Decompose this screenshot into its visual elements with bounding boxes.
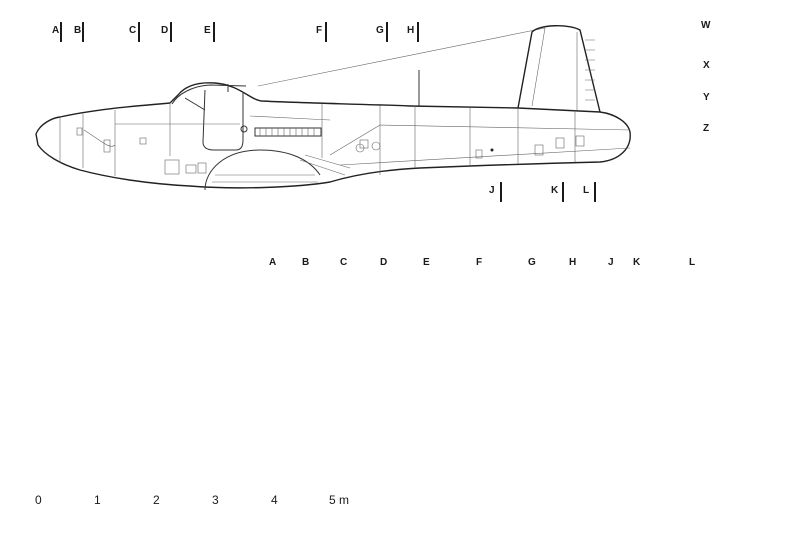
station-label-j: J — [489, 185, 495, 196]
section-label-b: B — [302, 257, 310, 268]
station-tick-l — [594, 182, 596, 202]
station-tick-g — [386, 22, 388, 42]
section-label-g: G — [528, 257, 536, 268]
station-label-b: B — [74, 25, 82, 36]
station-tick-j — [500, 182, 502, 202]
station-label-l: L — [583, 185, 590, 196]
scale-label-4: 4 — [271, 493, 278, 507]
station-tick-e — [213, 22, 215, 42]
section-label-c: C — [340, 257, 348, 268]
station-tick-k — [562, 182, 564, 202]
scale-label-1: 1 — [94, 493, 101, 507]
section-label-j: J — [608, 257, 614, 268]
wing-section-label-x: X — [703, 60, 710, 71]
section-label-f: F — [476, 257, 483, 268]
section-label-k: K — [633, 257, 641, 268]
section-label-d: D — [380, 257, 388, 268]
station-tick-c — [138, 22, 140, 42]
wing-section-label-y: Y — [703, 92, 710, 103]
section-label-a: A — [269, 257, 277, 268]
station-label-e: E — [204, 25, 211, 36]
scale-label-2: 2 — [153, 493, 160, 507]
side-view-upper — [35, 25, 631, 191]
scale-label-5m: 5 m — [329, 493, 350, 507]
station-label-h: H — [407, 25, 415, 36]
station-tick-h — [417, 22, 419, 42]
station-label-a: A — [52, 25, 60, 36]
station-label-k: K — [551, 185, 559, 196]
station-label-g: G — [376, 25, 384, 36]
scale-label-3: 3 — [212, 493, 219, 507]
section-label-h: H — [569, 257, 577, 268]
section-label-e: E — [423, 257, 430, 268]
station-tick-d — [170, 22, 172, 42]
station-tick-f — [325, 22, 327, 42]
station-tick-b — [82, 22, 84, 42]
station-label-f: F — [316, 25, 323, 36]
station-tick-a — [60, 22, 62, 42]
station-label-c: C — [129, 25, 137, 36]
scale-label-0: 0 — [35, 493, 42, 507]
wing-section-label-z: Z — [703, 123, 710, 134]
section-label-l: L — [689, 257, 696, 268]
wing-section-label-w: W — [701, 20, 711, 31]
station-label-d: D — [161, 25, 169, 36]
